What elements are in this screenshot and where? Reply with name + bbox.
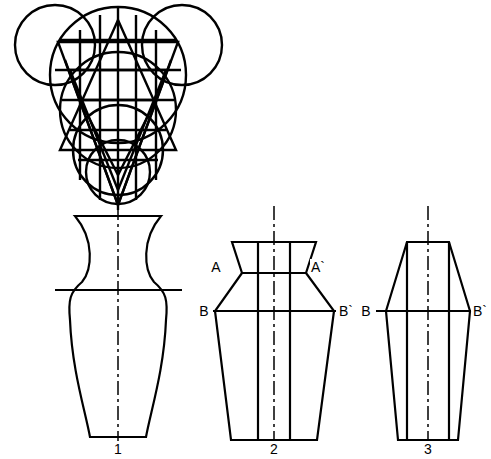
point-letter: A` bbox=[310, 259, 326, 275]
figure-number: 1 bbox=[113, 441, 123, 457]
vase-figure-3 bbox=[376, 206, 471, 444]
point-letter: B` bbox=[338, 303, 354, 319]
point-letter: A bbox=[210, 259, 221, 275]
construction-figure bbox=[15, 5, 222, 210]
point-letter: B bbox=[360, 303, 371, 319]
figure-number: 3 bbox=[423, 441, 433, 457]
point-letter: B` bbox=[472, 303, 488, 319]
vase-figure-1 bbox=[55, 206, 182, 444]
figure-number: 2 bbox=[269, 441, 279, 457]
point-letter: B bbox=[198, 303, 209, 319]
vase-figure-2 bbox=[213, 206, 336, 444]
